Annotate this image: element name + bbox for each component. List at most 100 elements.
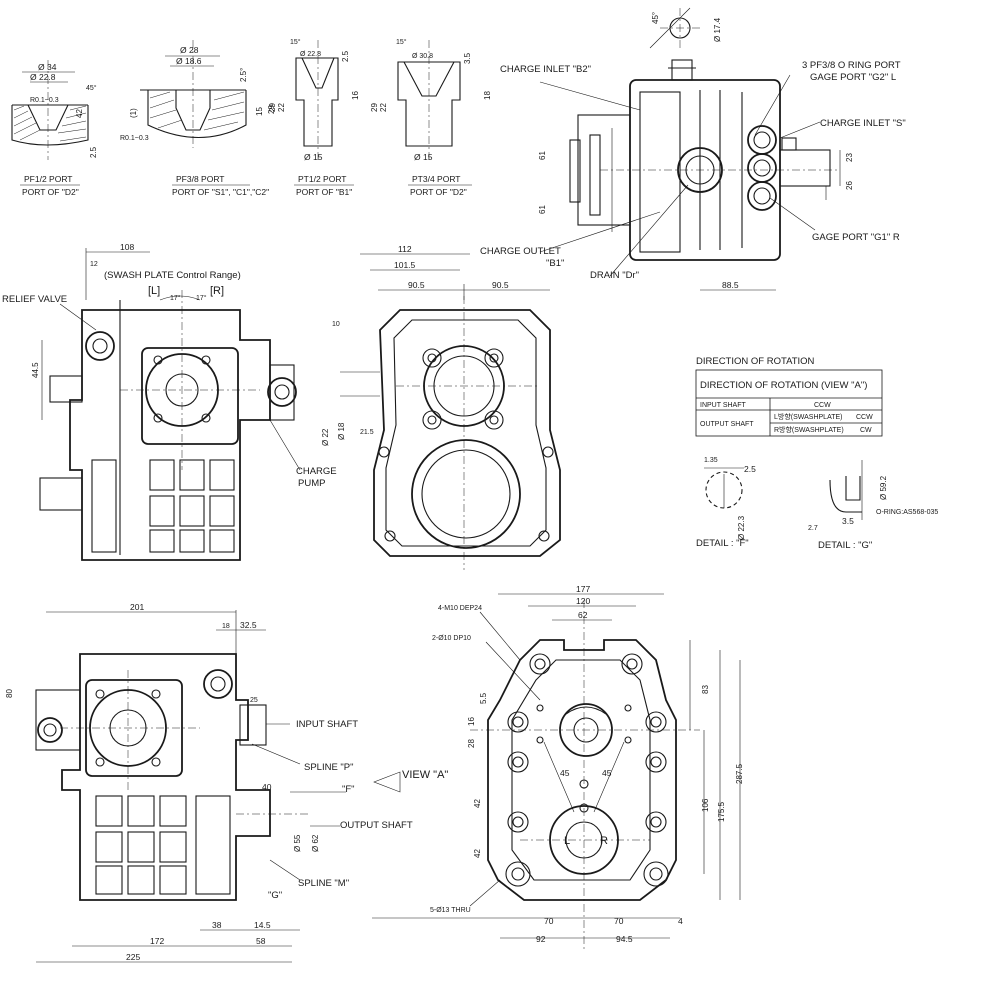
bot-right-dim-2875: 287.5 bbox=[735, 763, 744, 784]
pt34-h3: 18 bbox=[483, 91, 492, 100]
bot-right-dim-70l: 70 bbox=[544, 916, 554, 926]
pt12-angle: 15° bbox=[290, 38, 301, 46]
bot-right-dim-70r: 70 bbox=[614, 916, 624, 926]
mid-left-deg-r: 17° bbox=[196, 294, 207, 302]
mid-left-swash: (SWASH PLATE Control Range) bbox=[104, 270, 241, 281]
pf38-title: PF3/8 PORT bbox=[176, 174, 225, 184]
bot-left-dim-40: 40 bbox=[262, 782, 272, 792]
rotation-input-val: CCW bbox=[814, 402, 831, 409]
bot-right-dim-106: 106 bbox=[701, 798, 710, 812]
top-right-dim-61: 61 bbox=[538, 151, 547, 160]
bot-right-dim-28: 28 bbox=[467, 739, 476, 748]
bot-left-output-shaft: OUTPUT SHAFT bbox=[340, 820, 413, 831]
bot-right-dim-83: 83 bbox=[701, 685, 710, 694]
mid-center-dim-112: 112 bbox=[398, 244, 412, 254]
bot-right-dim-945: 94.5 bbox=[616, 934, 633, 944]
detail-f-label: DETAIL : "F" bbox=[696, 538, 749, 549]
bot-left-spline-p: SPLINE "P" bbox=[304, 762, 354, 773]
pt34-sub: PORT OF "D2" bbox=[410, 187, 467, 197]
bot-left-dim-201: 201 bbox=[130, 602, 144, 612]
mid-left-dim-108: 108 bbox=[120, 242, 134, 252]
pf38-d-inner: Ø 18.6 bbox=[176, 56, 202, 66]
middle-left-pump-view: 108 12 (SWASH PLATE Control Range) [L] [… bbox=[2, 242, 337, 561]
pf38-sub: PORT OF "S1", "C1","C2" bbox=[172, 187, 269, 197]
bot-right-dim-1755: 175.5 bbox=[717, 801, 726, 822]
pf38-d-outer: Ø 28 bbox=[180, 45, 199, 55]
pf12-h: 42 bbox=[75, 109, 84, 118]
bot-left-dim-58: 58 bbox=[256, 936, 266, 946]
bot-left-dim-145: 14.5 bbox=[254, 920, 271, 930]
rotation-out-r-val: CW bbox=[860, 427, 872, 434]
mid-left-charge: CHARGE bbox=[296, 466, 337, 477]
rotation-out-l: L방향(SWASHPLATE) bbox=[774, 412, 843, 421]
bot-right-dim-120: 120 bbox=[576, 596, 590, 606]
mid-left-deg-l: 17° bbox=[170, 294, 181, 302]
bot-right-dim-177: 177 bbox=[576, 584, 590, 594]
detail-top-dim1: 45° bbox=[651, 12, 660, 24]
bot-left-dim-325: 32.5 bbox=[240, 620, 257, 630]
bottom-left-side-view: 201 32.5 18 80 25 INPUT SHAFT SPLINE "P"… bbox=[5, 602, 448, 963]
port-detail-pt34: 15° Ø 30.8 3.5 18 22 29 Ø 15 PT3/4 PORT … bbox=[370, 38, 492, 197]
bot-left-dim-172: 172 bbox=[150, 936, 164, 946]
top-right-dim-88: 88.5 bbox=[722, 280, 739, 290]
detail-small-circle: 45° Ø 17.4 bbox=[649, 7, 722, 50]
rotation-output-label: OUTPUT SHAFT bbox=[700, 421, 754, 428]
bottom-right-front-view: 177 120 62 4-M10 DEP24 2-Ø10 DP10 bbox=[372, 584, 744, 950]
detail-top-dim2: Ø 17.4 bbox=[713, 17, 722, 42]
port-detail-pf38: Ø 28 Ø 18.6 2.5° (1) R0.1~0.3 15 29 PF3/… bbox=[120, 40, 276, 197]
bot-left-dim-62: Ø 62 bbox=[311, 834, 320, 852]
detail-f-dim-135: 1.35 bbox=[704, 457, 718, 464]
mid-center-dim-10: 10 bbox=[332, 321, 340, 328]
port-detail-pt12: 15° Ø 22.8 2.5 16 22 29 Ø 15 PT1/2 PORT … bbox=[268, 38, 360, 197]
bot-left-dim-55: Ø 55 bbox=[293, 834, 302, 852]
pt12-depth: 2.5 bbox=[341, 50, 350, 62]
top-right-charge-inlet-s: CHARGE INLET "S" bbox=[820, 118, 906, 129]
pt34-h1: 22 bbox=[379, 103, 388, 112]
detail-g-label: DETAIL : "G" bbox=[818, 540, 872, 551]
pf12-depth: 2.5 bbox=[89, 146, 98, 158]
mid-center-dim-1015: 101.5 bbox=[394, 260, 416, 270]
mid-left-L: [L] bbox=[148, 285, 160, 297]
bot-left-spline-m: SPLINE "M" bbox=[298, 878, 349, 889]
top-right-dim-26: 26 bbox=[845, 181, 854, 190]
middle-center-front-view: 112 101.5 90.5 90.5 10 Ø 22 Ø 18 21.5 bbox=[321, 244, 561, 570]
pt12-d-inner: Ø 22.8 bbox=[300, 51, 321, 58]
bot-left-f: "F" bbox=[342, 784, 355, 795]
top-right-dim-61b: 61 bbox=[538, 205, 547, 214]
pf12-title: PF1/2 PORT bbox=[24, 174, 73, 184]
top-right-charge-outlet: CHARGE OUTLET bbox=[480, 246, 561, 257]
bot-left-dim-38: 38 bbox=[212, 920, 222, 930]
bot-left-view-a: VIEW "A" bbox=[402, 769, 448, 781]
rotation-out-l-val: CCW bbox=[856, 414, 873, 421]
bot-right-L: L bbox=[564, 835, 570, 847]
bot-right-R: R bbox=[600, 835, 608, 847]
pf12-d-outer: Ø 34 bbox=[38, 62, 57, 72]
pt12-h1: 22 bbox=[277, 103, 286, 112]
detail-g-dim-35: 3.5 bbox=[842, 516, 854, 526]
pf12-r: R0.1~0.3 bbox=[30, 97, 59, 104]
rotation-header: DIRECTION OF ROTATION (VIEW "A") bbox=[700, 380, 867, 391]
pf12-sub: PORT OF "D2" bbox=[22, 187, 79, 197]
mid-left-dim-12: 12 bbox=[90, 261, 98, 268]
pt34-d-inner: Ø 30.8 bbox=[412, 53, 433, 60]
mid-center-dim-22: Ø 22 bbox=[321, 428, 330, 446]
bot-right-m10: 4-M10 DEP24 bbox=[438, 605, 482, 612]
port-detail-pf12: Ø 34 Ø 22.8 45° R0.1~0.3 42 2.5 PF1/2 PO… bbox=[11, 60, 98, 197]
bot-left-g: "G" bbox=[268, 890, 282, 901]
mid-left-pump: PUMP bbox=[298, 478, 325, 489]
pf38-h: 29 bbox=[267, 105, 276, 114]
pt12-h3: 16 bbox=[351, 91, 360, 100]
pt12-h2: 29 bbox=[268, 103, 277, 112]
pt34-title: PT3/4 PORT bbox=[412, 174, 461, 184]
pf12-angle: 45° bbox=[86, 84, 97, 92]
mid-left-dim-445: 44.5 bbox=[31, 362, 40, 378]
pt12-title: PT1/2 PORT bbox=[298, 174, 347, 184]
top-right-charge-inlet-b2: CHARGE INLET "B2" bbox=[500, 64, 591, 75]
top-right-dim-23: 23 bbox=[845, 153, 854, 162]
rotation-input-label: INPUT SHAFT bbox=[700, 402, 746, 409]
pf38-r: R0.1~0.3 bbox=[120, 135, 149, 142]
mid-center-dim-905l: 90.5 bbox=[408, 280, 425, 290]
bot-right-dim-55: 5.5 bbox=[479, 692, 488, 704]
bot-right-dim-42b: 42 bbox=[473, 849, 482, 858]
